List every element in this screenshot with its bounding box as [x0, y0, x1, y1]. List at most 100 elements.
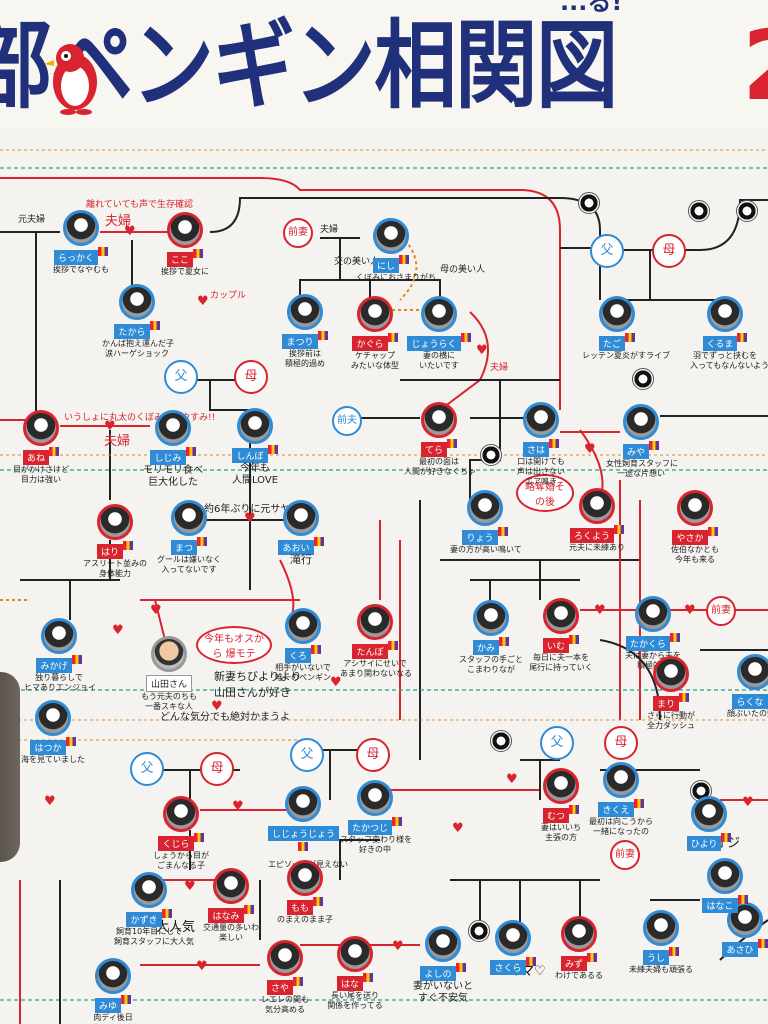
heart-icon: ♥ — [584, 443, 596, 456]
penguin-photo — [357, 780, 393, 816]
penguin-photo — [543, 598, 579, 634]
penguin-node-takara[interactable]: たからかんば抱え運んだ子 涙ハーゲショック — [102, 284, 172, 359]
penguin-node-kuro[interactable]: くろ相手がいないで 唯一のペンギン — [268, 608, 338, 683]
penguin-photo — [337, 936, 373, 972]
penguin-photo — [63, 210, 99, 246]
penguin-node-jouraku[interactable]: じょうらく妻の横に いたいです — [404, 296, 474, 371]
penguin-node-sae[interactable]: さは口は開けても 声は出さない エア鳴き — [506, 402, 576, 487]
label-couple-tera: 夫婦 — [490, 360, 508, 373]
ex-wife-circle: 前妻 — [283, 218, 313, 248]
penguin-photo — [171, 500, 207, 536]
heart-icon: ♥ — [506, 773, 518, 786]
label-apart: 離れていても声で生存確認 — [86, 197, 193, 210]
mother-circle: 母 — [200, 752, 234, 786]
penguin-photo — [35, 700, 71, 736]
penguin-node-mizu[interactable]: みずわけであるる — [544, 916, 614, 981]
penguin-photo — [287, 294, 323, 330]
heart-icon: ♥ — [392, 940, 404, 953]
penguin-node-matsu[interactable]: まつグールは嫌いなく 入ってないです — [154, 500, 224, 575]
penguin-sticker-icon — [688, 200, 710, 222]
heart-icon: ♥ — [476, 344, 488, 357]
heart-icon: ♥ — [244, 512, 256, 525]
penguin-node-hanako[interactable]: はなこ — [690, 858, 760, 913]
penguin-node-hanami[interactable]: はなみ交通量の多いわ 楽しい — [196, 868, 266, 943]
heart-icon: ♥ — [112, 624, 124, 637]
penguin-photo — [97, 504, 133, 540]
penguin-photo — [285, 786, 321, 822]
penguin-photo — [131, 872, 167, 908]
penguin-photo — [155, 410, 191, 446]
penguin-node-sakura[interactable]: さくら — [478, 920, 548, 975]
penguin-node-tango[interactable]: たごレッテン夏炎がすライブ — [582, 296, 652, 361]
father-circle: 父 — [590, 234, 624, 268]
ex-wife-circle: 前妻 — [610, 840, 640, 870]
penguin-node-hatsuka[interactable]: はつか海を見ていました — [18, 700, 88, 765]
penguin-node-aoi[interactable]: あおい滝行 — [266, 500, 336, 565]
penguin-sticker-icon — [632, 368, 654, 390]
penguin-node-yasaka[interactable]: やさか佐伯なかとも 今年も来る — [660, 490, 730, 565]
penguin-node-miya[interactable]: みや女性飼育スタッフに 一途な片想い — [606, 404, 676, 479]
penguin-photo — [473, 600, 509, 636]
heart-icon: ♥ — [452, 822, 464, 835]
penguin-node-hari[interactable]: はりアスリート並みの 身体能力 — [80, 504, 150, 579]
penguin-node-kaguya[interactable]: かぐらケチャップ みたいな体型 — [340, 296, 410, 371]
penguin-photo — [373, 218, 409, 254]
penguin-sticker-icon — [480, 444, 502, 466]
penguin-node-nishi[interactable]: にしくぼみにおさまりがち — [356, 218, 426, 283]
mother-circle: 母 — [604, 726, 638, 760]
penguin-node-mari[interactable]: まりさらに行動が 全力ダッシュ — [636, 656, 706, 731]
penguin-photo — [579, 488, 615, 524]
penguin-node-koko[interactable]: ここ挨拶で夏女に — [150, 212, 220, 277]
penguin-photo — [561, 916, 597, 952]
heart-icon: ♥ — [232, 800, 244, 813]
penguin-photo — [421, 296, 457, 332]
penguin-sticker-icon — [578, 192, 600, 214]
heart-icon: ♥ — [184, 880, 196, 893]
penguin-node-shijimi[interactable]: しじみモリモリ食べ 巨大化した — [138, 410, 208, 489]
penguin-photo — [653, 656, 689, 692]
penguin-node-hana[interactable]: はな長い尾を送り 関係を作ってる — [320, 936, 390, 1011]
penguin-photo — [237, 408, 273, 444]
penguin-photo — [287, 860, 323, 896]
penguin-node-kujira[interactable]: くじらしょうから目が ごまんなる子 — [146, 796, 216, 871]
penguin-node-imu[interactable]: いむ毎日に夫一本を 尾行に持っていく — [526, 598, 596, 673]
penguin-node-mikage[interactable]: みかげ独り暮らしで ヒマありエンジョイ — [24, 618, 94, 693]
penguin-node-momo[interactable]: もものまえのまま子 — [270, 860, 340, 925]
penguin-node-tera[interactable]: てら最初の面は 人間が好きなくちゃ — [404, 402, 474, 477]
penguin-node-anna[interactable]: あね目がかけさけど 目力は強い — [6, 410, 76, 485]
label-ex-couple: 元夫婦 — [18, 212, 45, 225]
penguin-photo — [23, 410, 59, 446]
mother-circle: 母 — [356, 738, 390, 772]
penguin-node-ryou[interactable]: りょう妻の方が高い鳴いて — [450, 490, 520, 555]
penguin-photo — [41, 618, 77, 654]
father-circle: 父 — [290, 738, 324, 772]
penguin-node-sayo[interactable]: さやレエレの間も 気分高める — [250, 940, 320, 1015]
penguin-sticker-icon — [490, 730, 512, 752]
penguin-photo — [495, 920, 531, 956]
penguin-node-rakuna[interactable]: らくな顔ぶいたの頭が — [720, 654, 768, 719]
penguin-node-yoshino[interactable]: よしの妻がいないと すぐ不安気 — [408, 926, 478, 1005]
penguin-node-kikue[interactable]: きくえ最初は向こうから 一緒になったの — [586, 762, 656, 837]
penguin-node-rakka[interactable]: らっかく挨拶でなやむも — [46, 210, 116, 275]
penguin-node-takatsu[interactable]: たかつじスタッフ変わり様を 好きの中 — [340, 780, 410, 855]
penguin-photo — [523, 402, 559, 438]
penguin-node-matsuri[interactable]: まつり挨拶前は 積極的過め — [270, 294, 340, 369]
penguin-photo — [707, 296, 743, 332]
staff-node-yamada[interactable]: 山田さんもう元夫のちも 一番スキな人 — [134, 636, 204, 712]
penguin-node-kamu[interactable]: かみスタッフの手ごと こまわりなが — [456, 600, 526, 675]
penguin-photo — [603, 762, 639, 798]
penguin-node-rokuyou[interactable]: ろくよう元夫に未練あり — [562, 488, 632, 553]
penguin-photo — [623, 404, 659, 440]
penguin-node-shinpo[interactable]: しんぼ今年も 人間LOVE — [220, 408, 290, 487]
penguin-node-tanpo[interactable]: たんぽアシサイにせいで あまり関わないなる — [340, 604, 410, 679]
penguin-photo — [425, 926, 461, 962]
penguin-node-ushi[interactable]: うし未練夫婦も頑張る — [626, 910, 696, 975]
penguin-node-kazuki[interactable]: かずき飼育10年目にして 飼育スタッフに大人気 — [114, 872, 184, 947]
penguin-node-hiyori[interactable]: ひより — [674, 796, 744, 851]
ex-husband-circle: 前夫 — [332, 406, 362, 436]
label-mother-ex: 母の美い人 — [440, 262, 485, 275]
heart-icon: ♥ — [211, 700, 223, 713]
